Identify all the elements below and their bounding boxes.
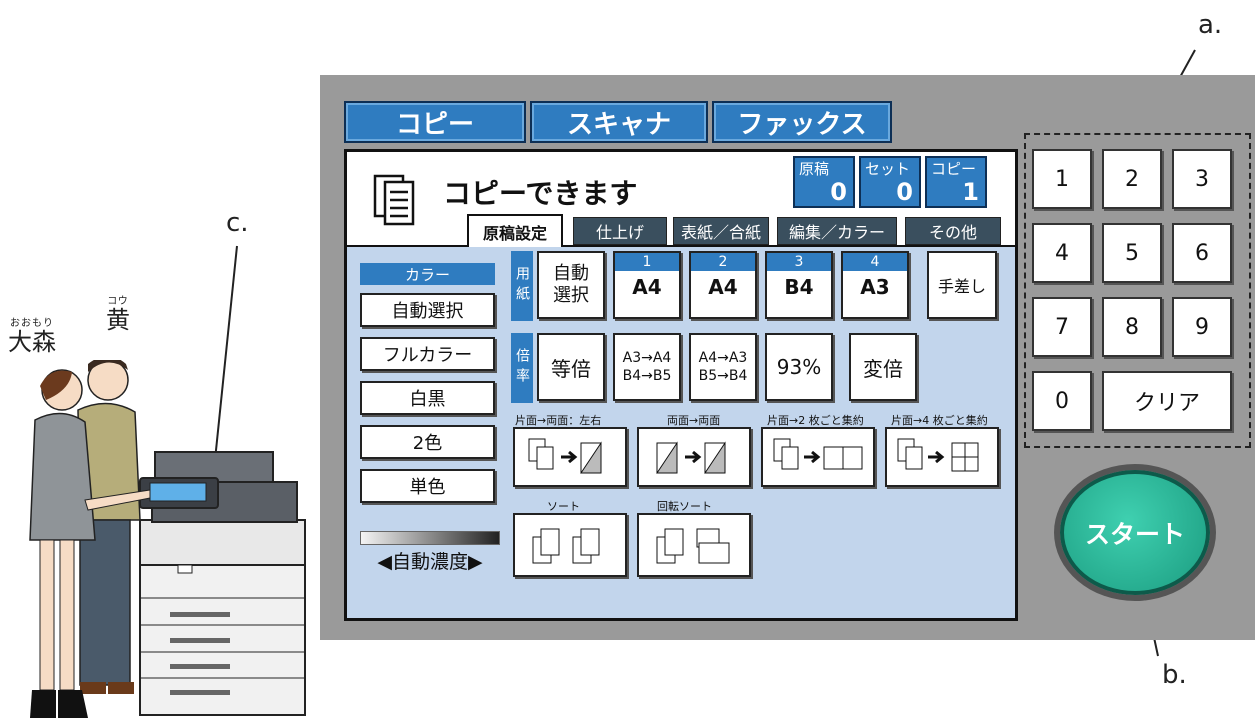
density-label[interactable]: ◀自動濃度▶ — [377, 551, 483, 573]
ratio-side-label: 倍率 — [511, 333, 533, 403]
person-name-omori: おおもり 大森 — [8, 318, 56, 356]
color-full-button[interactable]: フルカラー — [360, 337, 495, 371]
ratio-zoom-button[interactable]: 変倍 — [849, 333, 917, 401]
ratio-reduce-button[interactable]: A3→A4 B4→B5 — [613, 333, 681, 401]
paper-tray-2-button[interactable]: 2 A4 — [689, 251, 757, 319]
tab-edit-color[interactable]: 編集／カラー — [777, 217, 897, 245]
tab-original-settings[interactable]: 原稿設定 — [467, 214, 563, 247]
key-4[interactable]: 4 — [1032, 223, 1092, 283]
key-5[interactable]: 5 — [1102, 223, 1162, 283]
sort-icon — [532, 528, 600, 564]
callout-c: c. — [226, 208, 249, 238]
key-7[interactable]: 7 — [1032, 297, 1092, 357]
duplex-2-to-2-button[interactable] — [637, 427, 751, 487]
sort-label: ソート — [547, 500, 580, 513]
duplex-label-4: 片面→4 枚ごと集約 — [891, 414, 988, 427]
density-bar[interactable] — [360, 531, 500, 545]
key-6[interactable]: 6 — [1172, 223, 1232, 283]
color-2-button[interactable]: 2色 — [360, 425, 495, 459]
manual-feed-button[interactable]: 手差し — [927, 251, 997, 319]
key-1[interactable]: 1 — [1032, 149, 1092, 209]
color-auto-button[interactable]: 自動選択 — [360, 293, 495, 327]
tab-finishing[interactable]: 仕上げ — [573, 217, 667, 245]
ratio-100-button[interactable]: 等倍 — [537, 333, 605, 401]
sort-button[interactable] — [513, 513, 627, 577]
ratio-93-button[interactable]: 93% — [765, 333, 833, 401]
key-0[interactable]: 0 — [1032, 371, 1092, 431]
key-9[interactable]: 9 — [1172, 297, 1232, 357]
clear-button[interactable]: クリア — [1102, 371, 1232, 431]
paper-tray-3-button[interactable]: 3 B4 — [765, 251, 833, 319]
paper-auto-button[interactable]: 自動 選択 — [537, 251, 605, 319]
status-text: コピーできます — [443, 177, 638, 210]
paper-tray-1-button[interactable]: 1 A4 — [613, 251, 681, 319]
screen-header: コピーできます 原稿 0 セット 0 コピー 1 原稿設定 仕上げ 表紙／合紙 … — [347, 152, 1015, 247]
paper-side-label: 用紙 — [511, 251, 533, 321]
counter-originals: 原稿 0 — [793, 156, 855, 208]
start-button[interactable]: スタート — [1060, 470, 1210, 595]
key-8[interactable]: 8 — [1102, 297, 1162, 357]
combine-4-icon — [897, 438, 979, 472]
person-name-ko: コウ 黄 — [106, 296, 130, 334]
duplex-label-2: 両面→両面 — [667, 414, 721, 427]
duplex-1-to-2-icon — [528, 438, 602, 474]
key-3[interactable]: 3 — [1172, 149, 1232, 209]
rotate-sort-button[interactable] — [637, 513, 751, 577]
duplex-2-to-2-icon — [656, 441, 726, 474]
duplex-label-3: 片面→2 枚ごと集約 — [767, 414, 864, 427]
ratio-enlarge-button[interactable]: A4→A3 B5→B4 — [689, 333, 757, 401]
color-bw-button[interactable]: 白黒 — [360, 381, 495, 415]
combine-2-button[interactable] — [761, 427, 875, 487]
combine-4-button[interactable] — [885, 427, 999, 487]
tab-scanner[interactable]: スキャナ — [530, 101, 708, 143]
color-header: カラー — [360, 263, 495, 285]
duplex-1-to-2-button[interactable] — [513, 427, 627, 487]
screen-body: カラー 自動選択 フルカラー 白黒 2色 単色 ◀自動濃度▶ 用紙 自動 選択 … — [347, 247, 1015, 618]
paper-tray-4-button[interactable]: 4 A3 — [841, 251, 909, 319]
tab-copy[interactable]: コピー — [344, 101, 526, 143]
touch-screen: コピーできます 原稿 0 セット 0 コピー 1 原稿設定 仕上げ 表紙／合紙 … — [344, 149, 1018, 621]
copier-illustration — [29, 360, 306, 718]
callout-b: b. — [1162, 660, 1187, 690]
tab-fax[interactable]: ファックス — [712, 101, 892, 143]
document-icon — [373, 174, 415, 226]
numeric-keypad: 1 2 3 4 5 6 7 8 9 0 クリア — [1024, 133, 1251, 448]
key-2[interactable]: 2 — [1102, 149, 1162, 209]
rotate-sort-label: 回転ソート — [657, 500, 712, 513]
rotate-sort-icon — [656, 528, 730, 564]
counter-sets: セット 0 — [859, 156, 921, 208]
tab-other[interactable]: その他 — [905, 217, 1001, 245]
combine-2-icon — [773, 438, 863, 470]
tab-cover-insert[interactable]: 表紙／合紙 — [673, 217, 769, 245]
duplex-label-1: 片面→両面：左右 — [515, 414, 602, 427]
color-single-button[interactable]: 単色 — [360, 469, 495, 503]
counter-copies: コピー 1 — [925, 156, 987, 208]
callout-a: a. — [1198, 10, 1223, 40]
